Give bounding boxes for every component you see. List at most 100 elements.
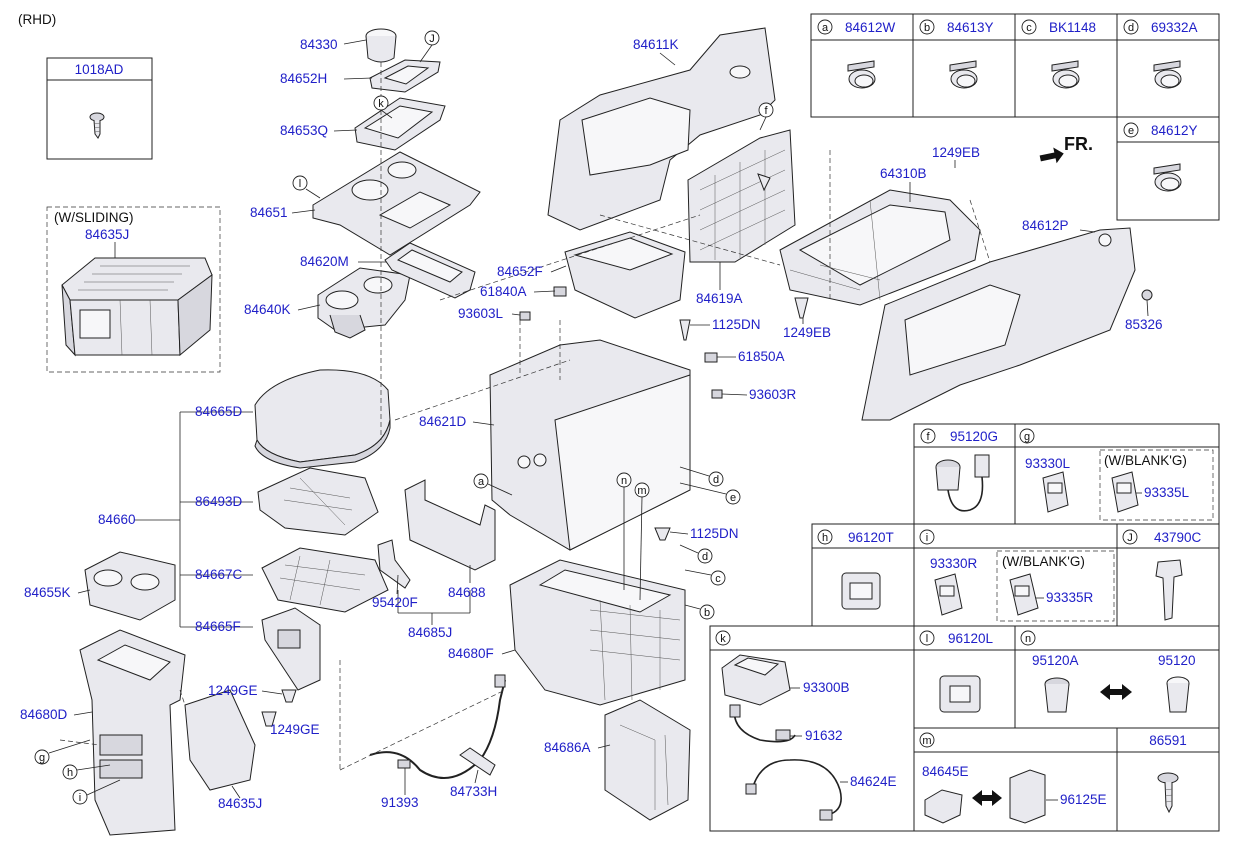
part-number-84611K[interactable]: 84611K — [633, 37, 679, 52]
part-number[interactable]: 95120G — [950, 429, 998, 444]
part-number[interactable]: 93330R — [930, 556, 978, 571]
callout-84330: 84330 — [300, 37, 367, 52]
marker-letter: b — [704, 607, 710, 619]
marker-letter: e — [1128, 125, 1134, 137]
part-number-84667C[interactable]: 84667C — [195, 567, 243, 582]
callout-84652F: 84652F — [497, 264, 567, 279]
part-number-84660[interactable]: 84660 — [98, 512, 136, 527]
part-number-84330[interactable]: 84330 — [300, 37, 338, 52]
part-number[interactable]: 93300B — [803, 680, 850, 695]
part-number-84680D[interactable]: 84680D — [20, 707, 68, 722]
part-number-1249EB[interactable]: 1249EB — [783, 325, 831, 340]
part-number-95420F[interactable]: 95420F — [372, 595, 418, 610]
part-number-84612Y[interactable]: 84612Y — [1151, 123, 1198, 138]
part-number-84612W[interactable]: 84612W — [845, 20, 896, 35]
part-number[interactable]: 93330L — [1025, 456, 1071, 471]
part-number-93603L[interactable]: 93603L — [458, 306, 504, 321]
part-number[interactable]: 84645E — [922, 764, 969, 779]
detail-J-marker: J — [1122, 529, 1138, 545]
part-number[interactable]: 96120T — [848, 530, 894, 545]
callout-84685J: 84685J — [408, 625, 452, 640]
part-number-84613Y[interactable]: 84613Y — [947, 20, 994, 35]
part-number-1249GE[interactable]: 1249GE — [270, 722, 320, 737]
part-number[interactable]: 95120 — [1158, 653, 1196, 668]
part-number-84620M[interactable]: 84620M — [300, 254, 349, 269]
part-number[interactable]: 86591 — [1149, 733, 1187, 748]
marker-i: i — [72, 779, 121, 805]
part-number-BK1148[interactable]: BK1148 — [1049, 20, 1096, 35]
part-number-1249EB[interactable]: 1249EB — [932, 145, 980, 160]
part-number-84640K[interactable]: 84640K — [244, 302, 291, 317]
part-number-84665D[interactable]: 84665D — [195, 404, 243, 419]
part-number-86493D[interactable]: 86493D — [195, 494, 243, 509]
part-number-61840A[interactable]: 61840A — [480, 284, 527, 299]
callout-84635J: 84635J — [218, 785, 262, 811]
marker-circle — [1123, 122, 1139, 138]
part-number-64310B[interactable]: 64310B — [880, 166, 927, 181]
part-number-84652F[interactable]: 84652F — [497, 264, 543, 279]
part-number-84685J[interactable]: 84685J — [408, 625, 452, 640]
callout-84686A: 84686A — [544, 740, 611, 755]
sliding-tray-drawing — [61, 257, 213, 357]
marker-letter: h — [822, 532, 828, 544]
part-number-84635J[interactable]: 84635J — [218, 796, 262, 811]
detail-n-marker: n — [1020, 630, 1036, 646]
screw-1125DN-b — [654, 527, 671, 541]
part-number-1249GE[interactable]: 1249GE — [208, 683, 258, 698]
part-number-84655K[interactable]: 84655K — [24, 585, 71, 600]
part-number-84653Q[interactable]: 84653Q — [280, 123, 328, 138]
part-number[interactable]: 95120A — [1032, 653, 1079, 668]
clip-93603R — [711, 389, 723, 399]
lower-console-84680F — [509, 559, 686, 706]
part-number[interactable]: 96120L — [948, 631, 994, 646]
cover-84645E — [924, 789, 963, 824]
marker-letter: i — [79, 792, 81, 804]
callout-84611K: 84611K — [633, 37, 679, 66]
part-number[interactable]: 43790C — [1154, 530, 1202, 545]
part-number-84612P[interactable]: 84612P — [1022, 218, 1069, 233]
part-number-84619A[interactable]: 84619A — [696, 291, 743, 306]
double-arrow-m — [972, 790, 1002, 806]
part-number[interactable]: 96125E — [1060, 792, 1107, 807]
part-number-1125DN[interactable]: 1125DN — [712, 317, 761, 332]
cupholder-84640K — [317, 267, 411, 339]
switch-93330L — [1042, 471, 1069, 513]
storage-bin-84652F — [564, 231, 686, 319]
part-number-84652H[interactable]: 84652H — [280, 71, 327, 86]
part-number-69332A[interactable]: 69332A — [1151, 20, 1198, 35]
clip-icon — [1051, 60, 1080, 89]
part-number-93603R[interactable]: 93603R — [749, 387, 797, 402]
option-note: (W/BLANK'G) — [1002, 554, 1085, 569]
part-number-84621D[interactable]: 84621D — [419, 414, 467, 429]
part-number-91393[interactable]: 91393 — [381, 795, 419, 810]
part-number-84688[interactable]: 84688 — [448, 585, 486, 600]
part-number-84651[interactable]: 84651 — [250, 205, 288, 220]
part-number-84635J-sliding[interactable]: 84635J — [85, 227, 129, 242]
sliding-option-box: (W/SLIDING) 84635J — [46, 206, 221, 373]
callout-84653Q: 84653Q — [280, 123, 358, 138]
part-number[interactable]: 93335R — [1046, 590, 1094, 605]
part-number-85326[interactable]: 85326 — [1125, 317, 1163, 332]
part-number-84665F[interactable]: 84665F — [195, 619, 241, 634]
part-number[interactable]: 93335L — [1144, 485, 1190, 500]
part-number-84733H[interactable]: 84733H — [450, 784, 497, 799]
callout-84619A: 84619A — [696, 262, 743, 306]
socket-95120 — [1166, 676, 1190, 713]
marker-letter: d — [713, 474, 719, 486]
marker-g: g — [34, 739, 91, 765]
part-number-1018AD[interactable]: 1018AD — [75, 62, 124, 77]
callout-84660: 84660 — [98, 512, 136, 527]
callout-1249GE_a: 1249GE — [208, 683, 283, 698]
marker-letter: f — [926, 431, 930, 443]
part-number-61850A[interactable]: 61850A — [738, 349, 785, 364]
marker-circle — [919, 19, 935, 35]
part-number[interactable]: 84624E — [850, 774, 897, 789]
part-number-84686A[interactable]: 84686A — [544, 740, 591, 755]
part-number-1125DN[interactable]: 1125DN — [690, 526, 739, 541]
power-socket-95120G — [935, 454, 990, 512]
part-number[interactable]: 91632 — [805, 728, 843, 743]
callout-1125DN_b: 1125DN — [669, 526, 739, 541]
part-number-84680F[interactable]: 84680F — [448, 646, 494, 661]
